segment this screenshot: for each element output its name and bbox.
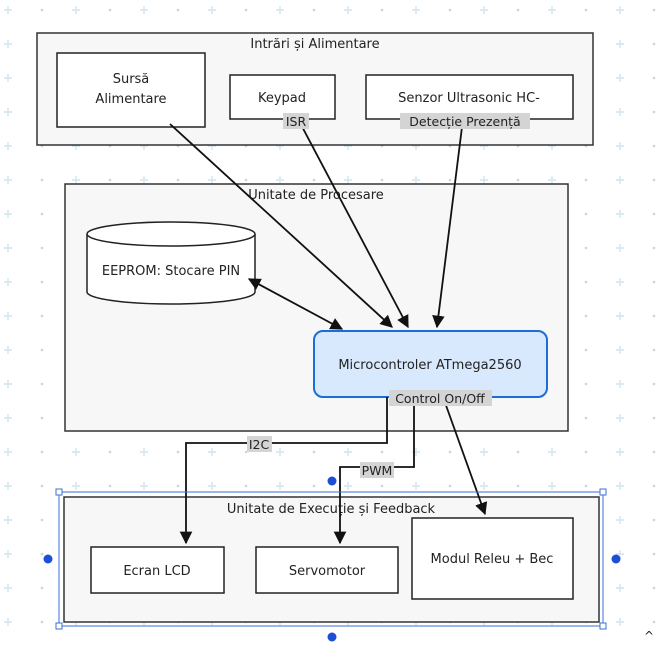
svg-text:Detecție Prezență: Detecție Prezență (409, 114, 520, 129)
svg-text:I2C: I2C (249, 437, 270, 452)
connection-point-left[interactable] (43, 554, 53, 564)
node-servo[interactable]: Servomotor (255, 546, 399, 594)
edge-label-i2c: I2C (247, 436, 272, 452)
sensor-label: Senzor Ultrasonic HC- (398, 91, 540, 106)
edge-sensor-to-mcu[interactable] (432, 118, 464, 329)
eeprom-label: EEPROM: Stocare PIN (102, 264, 240, 279)
microcontroller-label: Microcontroler ATmega2560 (338, 358, 521, 373)
power-supply-label-line2: Alimentare (95, 92, 166, 107)
group-processing-title: Unitate de Procesare (248, 188, 384, 203)
connection-point-top[interactable] (327, 476, 337, 486)
connection-point-bottom[interactable] (327, 632, 337, 642)
connection-point-right[interactable] (611, 554, 621, 564)
selection-handle-bottom-left[interactable] (55, 622, 63, 630)
group-execution-title: Unitate de Execuție și Feedback (227, 502, 436, 517)
power-supply-label-line1: Sursă (113, 72, 150, 87)
edge-mcu-to-lcd[interactable] (179, 397, 388, 545)
edge-label-presence: Detecție Prezență (400, 113, 530, 129)
caret-up-icon: ^ (644, 629, 654, 642)
selection-overlay[interactable] (43, 476, 621, 642)
edge-label-isr: ISR (283, 113, 309, 129)
node-power-supply[interactable]: Sursă Alimentare (56, 52, 206, 128)
node-relay[interactable]: Modul Releu + Bec (411, 517, 574, 600)
keypad-label: Keypad (258, 91, 306, 106)
group-inputs-title: Intrări și Alimentare (250, 37, 379, 52)
svg-text:ISR: ISR (286, 114, 307, 129)
servo-label: Servomotor (289, 564, 366, 579)
node-keypad[interactable]: Keypad (229, 74, 336, 120)
edge-mcu-to-relay[interactable] (442, 396, 488, 516)
edge-eeprom-mcu[interactable] (247, 278, 344, 330)
edge-keypad-to-mcu[interactable] (297, 118, 409, 329)
node-sensor[interactable]: Senzor Ultrasonic HC- (365, 74, 574, 120)
edge-label-pwm: PWM (360, 462, 394, 478)
node-eeprom[interactable]: EEPROM: Stocare PIN (86, 221, 256, 305)
selection-handle-bottom-right[interactable] (599, 622, 607, 630)
lcd-label: Ecran LCD (123, 564, 190, 579)
svg-text:Control On/Off: Control On/Off (395, 391, 485, 406)
node-microcontroller[interactable]: Microcontroler ATmega2560 (313, 330, 548, 398)
svg-text:PWM: PWM (362, 463, 393, 478)
edge-power-to-mcu[interactable] (169, 123, 393, 328)
selection-handle-top-left[interactable] (55, 488, 63, 496)
node-lcd[interactable]: Ecran LCD (90, 546, 225, 594)
edge-label-control: Control On/Off (389, 390, 492, 406)
selection-handle-top-right[interactable] (599, 488, 607, 496)
relay-label: Modul Releu + Bec (431, 552, 554, 567)
